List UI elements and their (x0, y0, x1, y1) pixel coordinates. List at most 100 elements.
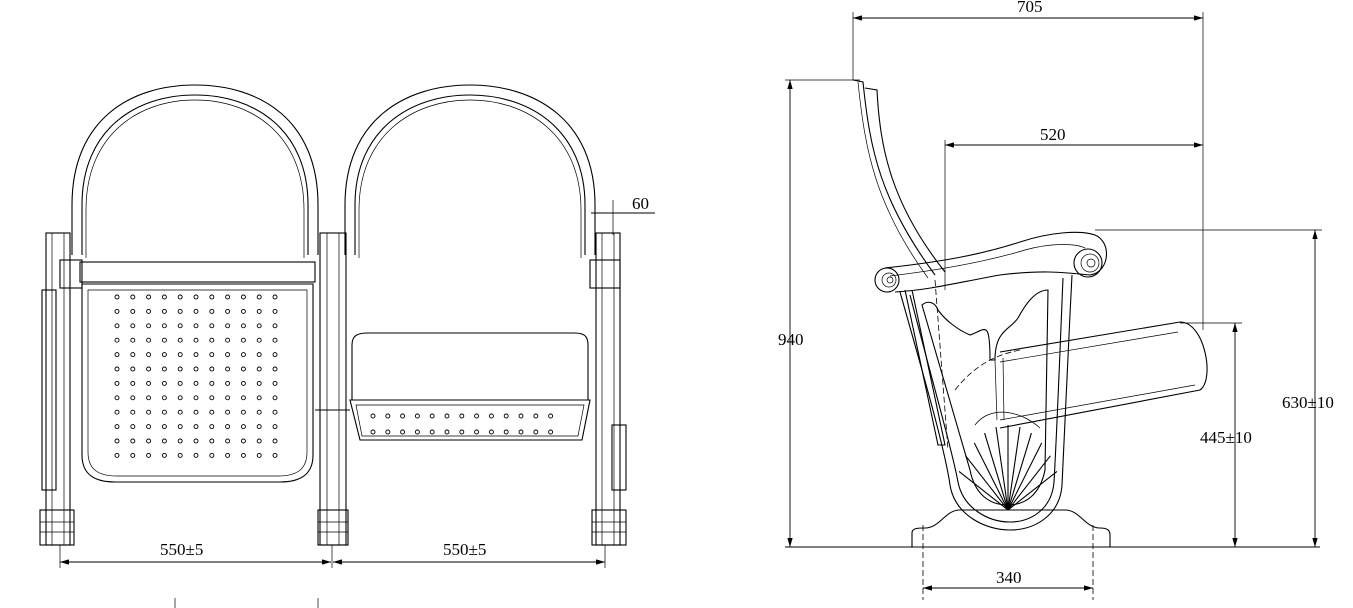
perforation-hole (161, 438, 167, 444)
perforation-hole (533, 429, 539, 435)
perforation-hole (146, 380, 152, 386)
perforation-hole (130, 323, 136, 329)
perforation-hole (146, 438, 152, 444)
shell-rib (958, 470, 1009, 511)
perforation-hole (256, 337, 262, 343)
perforation-hole (209, 366, 215, 372)
perforation-hole (114, 337, 120, 343)
perforation-hole (429, 413, 435, 419)
perforation-hole (225, 308, 231, 314)
perforation-hole (209, 380, 215, 386)
perforation-hole (400, 429, 406, 435)
shell-rib (1007, 442, 1043, 511)
side-view: 705 520 940 630±10 445±10 340 (778, 0, 1334, 600)
perforation-hole (193, 424, 199, 430)
perforation-hole (385, 413, 391, 419)
perforation-hole (161, 366, 167, 372)
perforation-hole (272, 438, 278, 444)
perforation-hole (130, 337, 136, 343)
perforation-hole (177, 294, 183, 300)
dim-base-length: 340 (996, 568, 1022, 587)
perforation-hole (114, 424, 120, 430)
shell-rib (965, 455, 1009, 511)
perforation-hole (209, 409, 215, 415)
perforation-hole (193, 452, 199, 458)
perforation-hole (272, 323, 278, 329)
perforation-hole (193, 380, 199, 386)
perforation-hole (503, 413, 509, 419)
right-seat-perforation (370, 413, 554, 435)
perforation-hole (146, 323, 152, 329)
perforation-hole (256, 395, 262, 401)
perforation-hole (370, 413, 376, 419)
perforation-hole (130, 366, 136, 372)
perforation-hole (533, 413, 539, 419)
perforation-hole (193, 438, 199, 444)
perforation-hole (161, 409, 167, 415)
perforation-hole (130, 409, 136, 415)
perforation-hole (114, 323, 120, 329)
perforation-hole (177, 438, 183, 444)
perforation-hole (240, 409, 246, 415)
perforation-hole (177, 352, 183, 358)
dim-right-seat-width: 550±5 (443, 540, 486, 559)
perforation-hole (240, 366, 246, 372)
perforation-hole (385, 429, 391, 435)
perforation-hole (193, 395, 199, 401)
perforation-hole (146, 366, 152, 372)
perforation-hole (256, 308, 262, 314)
perforation-hole (161, 323, 167, 329)
perforation-hole (548, 429, 554, 435)
perforation-hole (114, 366, 120, 372)
perforation-hole (114, 352, 120, 358)
right-chair-back (344, 84, 596, 258)
perforation-hole (130, 395, 136, 401)
shell-rib (1007, 455, 1051, 511)
perforation-hole (240, 380, 246, 386)
perforation-hole (209, 308, 215, 314)
left-seat-panel (79, 261, 316, 483)
perforation-hole (225, 409, 231, 415)
perforation-hole (114, 409, 120, 415)
perforation-hole (193, 337, 199, 343)
perforation-hole (240, 294, 246, 300)
perforation-hole (130, 294, 136, 300)
perforation-hole (130, 308, 136, 314)
perforation-hole (256, 352, 262, 358)
perforation-hole (193, 352, 199, 358)
perforation-hole (161, 337, 167, 343)
left-seat-perforation (114, 294, 278, 458)
perforation-hole (209, 352, 215, 358)
perforation-hole (130, 438, 136, 444)
perforation-hole (256, 366, 262, 372)
shell-rib (1007, 426, 1021, 511)
perforation-hole (193, 294, 199, 300)
perforation-hole (146, 308, 152, 314)
perforation-hole (225, 337, 231, 343)
perforation-hole (240, 352, 246, 358)
perforation-hole (193, 409, 199, 415)
perforation-hole (193, 323, 199, 329)
front-view: 550±5 550±5 60 (39, 84, 655, 608)
perforation-hole (272, 352, 278, 358)
perforation-hole (256, 424, 262, 430)
perforation-hole (370, 429, 376, 435)
perforation-hole (177, 308, 183, 314)
perforation-hole (488, 413, 494, 419)
perforation-hole (161, 308, 167, 314)
perforation-hole (130, 380, 136, 386)
perforation-hole (240, 337, 246, 343)
dim-armrest-height: 630±10 (1282, 393, 1334, 412)
perforation-hole (177, 380, 183, 386)
perforation-hole (114, 395, 120, 401)
shell-rib (984, 432, 1009, 511)
perforation-hole (225, 323, 231, 329)
perforation-hole (177, 395, 183, 401)
perforation-hole (225, 380, 231, 386)
side-armrest (874, 231, 1108, 293)
perforation-hole (240, 452, 246, 458)
perforation-hole (474, 429, 480, 435)
right-seat-folded (349, 332, 591, 441)
perforation-hole (256, 380, 262, 386)
